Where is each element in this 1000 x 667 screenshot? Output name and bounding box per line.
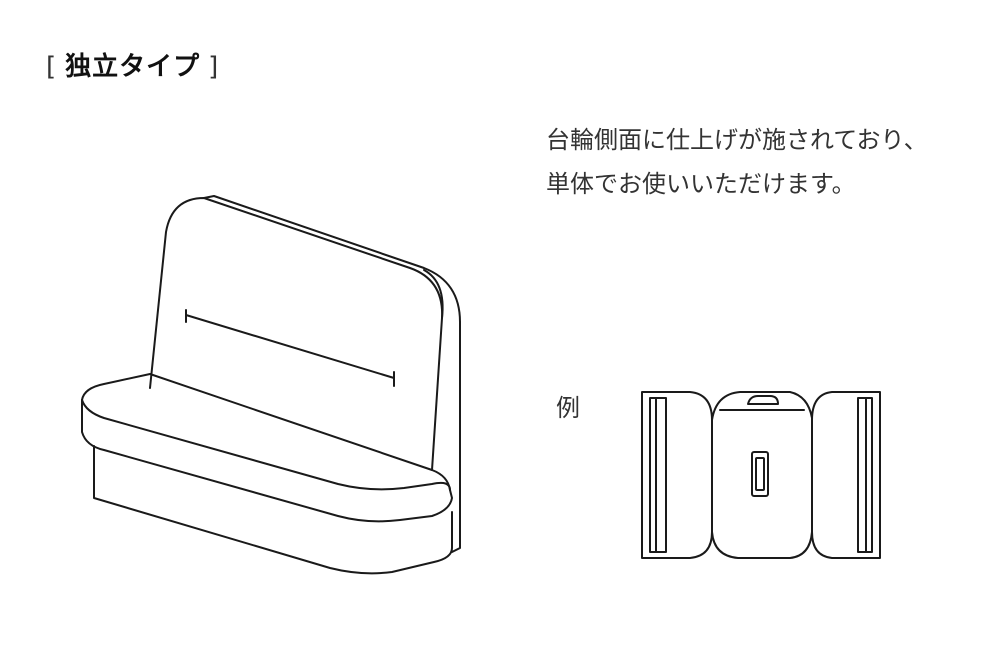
layout-example-plan — [641, 391, 881, 559]
description-line-1: 台輪側面に仕上げが施されており、 — [546, 126, 928, 154]
bench-seat-front-top-edge — [81, 399, 451, 491]
example-label: 例 — [556, 394, 580, 422]
bench-backrest-front — [149, 197, 444, 471]
heading-open-bracket: [ — [46, 52, 58, 82]
bench-backrest-seam — [185, 314, 395, 379]
description-text: 台輪側面に仕上げが施されており、 単体でお使いいただけます。 — [546, 118, 928, 206]
bench-base-front — [93, 445, 453, 575]
bench-side-panel — [423, 269, 444, 319]
heading-title: 独立タイプ — [65, 52, 201, 82]
bench-isometric-drawing — [81, 195, 461, 575]
plan-right-bench-back — [857, 397, 873, 553]
description-line-2: 単体でお使いいただけます。 — [546, 170, 856, 198]
plan-left-bench — [641, 391, 713, 559]
section-heading: [独立タイプ] — [46, 46, 219, 83]
bench-seat-front — [81, 399, 453, 523]
heading-close-bracket: ] — [208, 52, 220, 82]
bench-backrest-top — [203, 195, 461, 331]
plan-table-bracket — [747, 395, 779, 405]
plan-right-bench — [811, 391, 881, 559]
plan-table-fixture-inner — [755, 457, 765, 491]
bench-seat-top — [81, 373, 451, 491]
bench-side-panel-edge — [451, 321, 461, 553]
plan-table — [711, 391, 813, 559]
plan-table-fixture — [751, 451, 769, 497]
plan-left-bench-back — [649, 397, 667, 553]
